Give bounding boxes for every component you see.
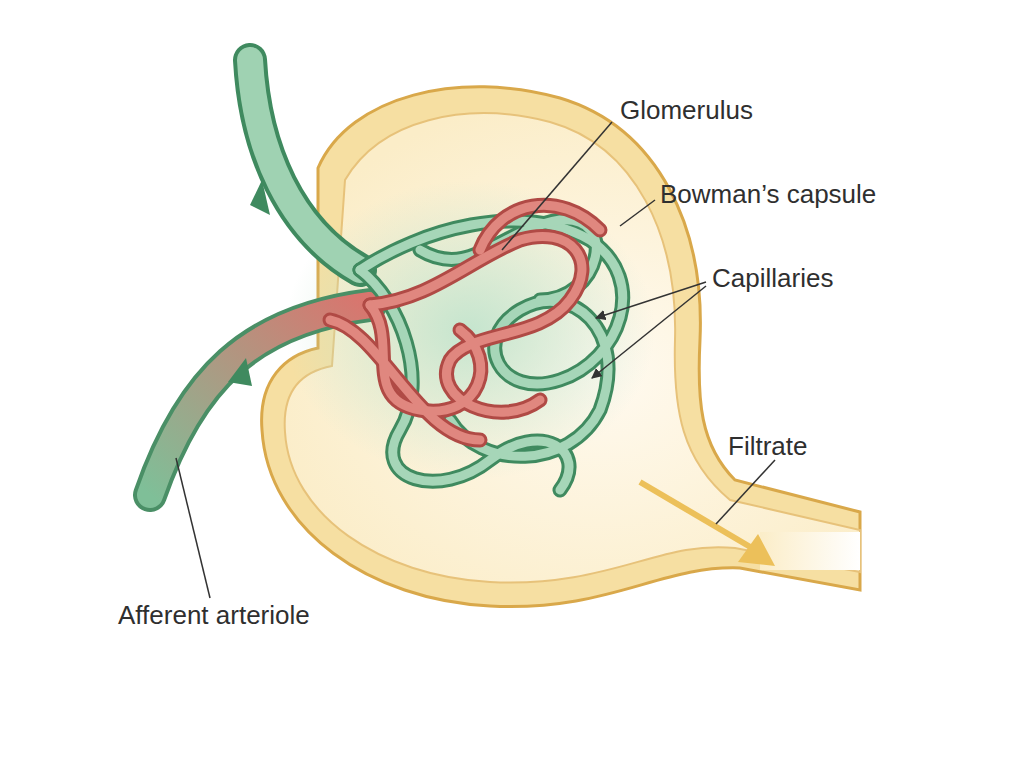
part-label: Filtrate [728, 432, 807, 462]
glomerulus-glow [285, 180, 655, 480]
part-label: Bowman’s capsule [660, 180, 876, 210]
part-label: Glomerulus [620, 96, 753, 126]
part-label: Afferent arteriole [118, 601, 310, 631]
capillary-tuft [330, 205, 623, 490]
filtrate-arrow [640, 482, 775, 566]
efferent-arteriole [250, 60, 360, 270]
part-label: Capillaries [712, 264, 833, 294]
tubule-fade [760, 532, 860, 570]
flow-arrow [228, 358, 252, 386]
afferent-arteriole [150, 305, 370, 495]
flow-arrow [250, 180, 270, 215]
capsule-wall [262, 87, 860, 607]
